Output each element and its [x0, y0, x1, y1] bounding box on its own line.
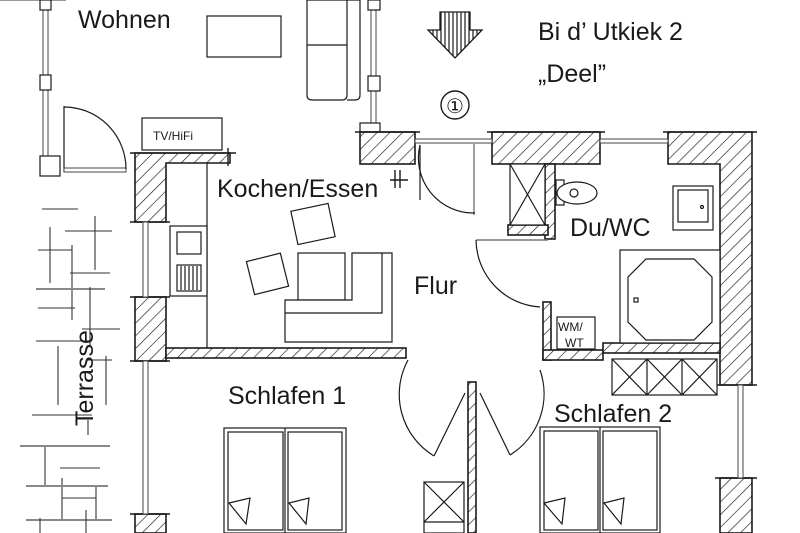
coffee-table: [206, 15, 282, 58]
room-label-du-wc: Du/WC: [570, 214, 651, 242]
shaft: [509, 163, 546, 226]
room-label-schlafen-1: Schlafen 1: [228, 382, 346, 410]
svg-text:①: ①: [446, 96, 464, 118]
wm-wt-label-line1: WM/: [558, 320, 583, 334]
plan-title: Bi d’ Utkiek 2: [538, 18, 683, 46]
dimension-ticks: [130, 131, 757, 515]
stove-icon: [176, 264, 202, 292]
walls: [134, 131, 753, 533]
toilet-icon: [555, 179, 598, 206]
tv-hifi-label: TV/HiFi: [153, 129, 193, 143]
washbasin-icon: [672, 185, 714, 231]
wohnen-right-window: [359, 0, 381, 133]
tv-hifi-cabinet: [141, 117, 223, 151]
bathroom-door: [475, 239, 548, 308]
windows: [142, 138, 744, 515]
bedroom-doors: [398, 359, 545, 457]
terrace-door: [63, 106, 127, 173]
room-label-wohnen: Wohnen: [78, 6, 171, 34]
shower-icon: [619, 249, 721, 344]
wardrobe-schlafen-2: [611, 358, 718, 396]
sofa: [306, 0, 361, 101]
wm-wt-label-line2: WT: [565, 336, 584, 350]
bed-schlafen-1: [223, 427, 347, 533]
room-label-flur: Flur: [414, 272, 457, 300]
entrance-marker: ①: [440, 90, 470, 120]
bed-schlafen-2: [539, 426, 661, 533]
wohnen-left-window: [39, 0, 61, 177]
terrace-paving: [0, 0, 120, 533]
washing-machine-box: [556, 316, 596, 350]
room-label-kochen-essen: Kochen/Essen: [217, 175, 378, 203]
kitchen-counter: [169, 163, 208, 348]
entrance-door: [417, 144, 476, 215]
dining-set: [245, 202, 393, 343]
room-label-schlafen-2: Schlafen 2: [554, 400, 672, 428]
entrance-arrow-icon: [426, 11, 484, 59]
room-label-terrasse: Terrasse: [71, 330, 99, 426]
wardrobe-schlafen-1: [423, 481, 465, 533]
plan-subtitle: „Deel”: [538, 60, 606, 88]
